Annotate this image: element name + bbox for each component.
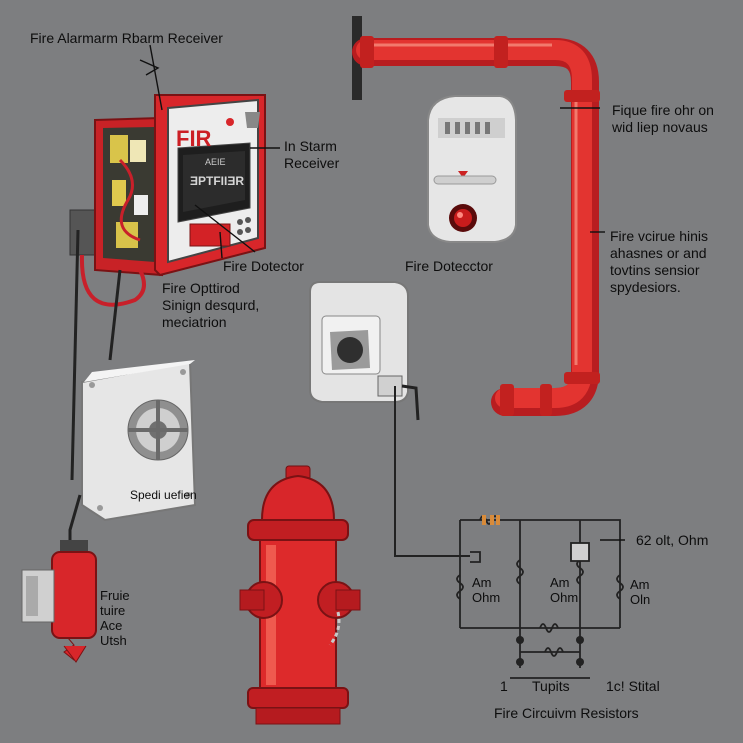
smoke-detector <box>427 95 517 243</box>
resistor-bands <box>482 515 500 525</box>
terminal-right-label: 1c! Stital <box>606 678 660 694</box>
panel-brand: FIR <box>176 126 212 151</box>
resistor-2-label: Am Ohm <box>550 575 579 605</box>
fire-detector-left-label: Fire Dotector <box>223 258 304 274</box>
circuit-title-label: Fire Circuivm Resistors <box>494 705 639 721</box>
speaker-label: Spedi uefien <box>130 488 197 502</box>
leader-lines <box>139 44 625 541</box>
resistor-3-label: Am Oln <box>630 577 651 607</box>
fire-hydrant <box>239 465 361 725</box>
fire-optical-label: Fire Opttirod Sinign desqurd, meciatrion <box>162 280 260 330</box>
fire-valve <box>21 540 97 663</box>
resistor-1-label: Am Ohm <box>472 575 501 605</box>
fire-detector-center-label: Fire Dotecctor <box>405 258 493 274</box>
circuit-nodes <box>516 636 584 666</box>
fire-pipe <box>352 16 600 416</box>
pipe-note-top-label: Fique fire ohr on wid liep novaus <box>612 102 714 135</box>
panel-display-top: AEIE <box>205 157 226 167</box>
terminal-mid-label: Tupits <box>532 678 570 694</box>
valve-label: Fruie tuire Ace Utsh <box>100 588 130 648</box>
alarm-receiver-label: In Starm Receiver <box>284 138 340 171</box>
terminal-left-label: 1 <box>500 678 508 694</box>
speaker-box <box>68 360 197 545</box>
pipe-note-mid-label: Fire vcirue hinis ahasnes or and tovtins… <box>610 228 709 295</box>
fire-detector-unit <box>309 281 470 557</box>
alarm-receiver-panel <box>69 94 266 481</box>
circuit-ohm-top-label: 62 olt, Ohm <box>636 532 709 548</box>
receiver-title-label: Fire Alarmarm Rbarm Receiver <box>30 30 223 46</box>
panel-display-main: ƎPTFIIƎR <box>190 174 244 188</box>
